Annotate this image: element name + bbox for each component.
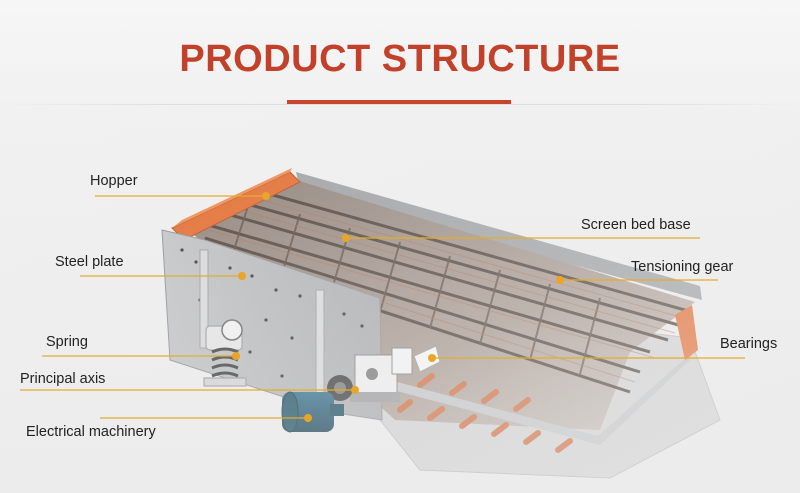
label-spring: Spring (46, 334, 88, 350)
label-screen-bed-base: Screen bed base (581, 217, 691, 233)
page-title: PRODUCT STRUCTURE (179, 38, 621, 80)
title-divider (0, 104, 800, 105)
marker-principal-axis (351, 386, 359, 394)
label-bearings: Bearings (720, 336, 778, 352)
marker-bearings (428, 354, 436, 362)
marker-hopper (262, 192, 270, 200)
label-electrical-machinery: Electrical machinery (26, 424, 156, 440)
marker-screen-bed-base (342, 234, 350, 242)
marker-spring (232, 352, 240, 360)
marker-dots (232, 192, 564, 422)
marker-tensioning-gear (556, 276, 564, 284)
label-tensioning-gear: Tensioning gear (631, 259, 734, 275)
plate-stiffener-right (315, 289, 325, 403)
leader-lines (20, 195, 745, 419)
marker-steel-plate (238, 272, 246, 280)
marker-electrical-machinery (304, 414, 312, 422)
title-underline (287, 100, 511, 104)
label-hopper: Hopper (90, 173, 138, 189)
label-principal-axis: Principal axis (20, 371, 106, 387)
label-steel-plate: Steel plate (55, 254, 124, 270)
